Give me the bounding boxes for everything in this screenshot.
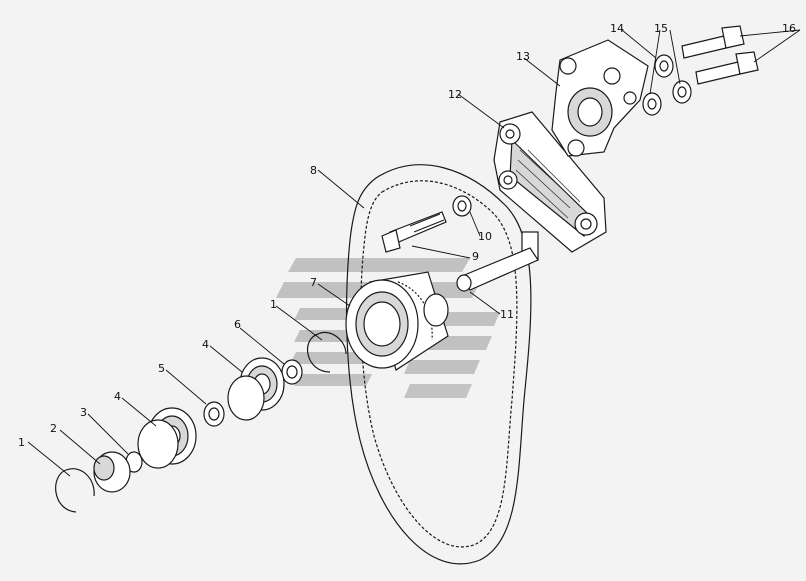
washer-10 — [452, 195, 472, 217]
callout-9: 9 — [472, 250, 479, 263]
shaft-11 — [456, 247, 539, 292]
callout-11: 11 — [500, 308, 514, 321]
bearing-4a — [137, 407, 197, 469]
retaining-ring-a — [55, 468, 95, 513]
callout-6: 6 — [234, 318, 241, 331]
callout-13: 13 — [516, 50, 530, 63]
callout-1b: 1 — [270, 298, 277, 311]
bolt-9 — [381, 211, 447, 253]
bracket-plate — [493, 111, 607, 261]
pulley-7 — [345, 271, 449, 371]
callout-1a: 1 — [18, 436, 25, 449]
callout-10: 10 — [478, 230, 492, 243]
bolts — [681, 25, 759, 85]
callout-labels: 1 2 3 4 5 4 6 1 7 8 9 10 11 12 13 14 15 … — [18, 22, 796, 449]
callout-15: 15 — [654, 22, 668, 35]
retaining-ring-b — [307, 331, 347, 373]
washers — [642, 54, 692, 116]
callout-12: 12 — [448, 88, 462, 101]
callout-8: 8 — [310, 164, 317, 177]
callout-2: 2 — [50, 422, 57, 435]
callout-4b: 4 — [202, 338, 209, 351]
callout-5: 5 — [158, 362, 165, 375]
callout-4a: 4 — [114, 390, 121, 403]
callout-7: 7 — [310, 276, 317, 289]
bearing-4b — [227, 357, 285, 421]
toothed-belt — [345, 164, 532, 565]
bushing-6 — [281, 359, 303, 385]
seal-2 — [93, 451, 131, 493]
callout-16: 16 — [782, 22, 796, 35]
spacer-5 — [203, 401, 225, 427]
housing — [551, 39, 649, 157]
callout-3: 3 — [80, 406, 87, 419]
leader-lines — [27, 29, 801, 477]
callout-14: 14 — [610, 22, 624, 35]
